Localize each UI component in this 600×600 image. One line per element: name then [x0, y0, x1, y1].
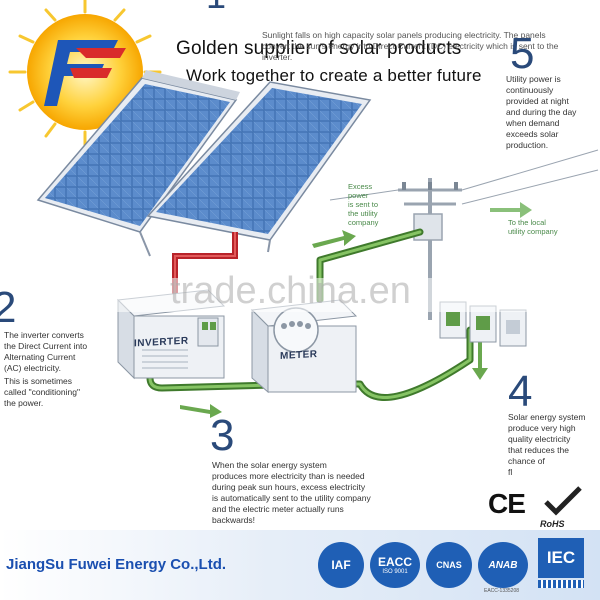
step-3-line: is automatically sent to the utility com…	[212, 493, 371, 503]
step-4-line: Solar energy system	[508, 412, 586, 422]
step-5-line: Utility power is	[506, 74, 561, 84]
eacc-badge: EACC ISO 9001	[370, 542, 420, 588]
eacc-sub-text: ISO 9001	[382, 569, 408, 575]
note-line: power	[348, 191, 369, 200]
meter-unit	[250, 299, 358, 394]
excess-power-note: Excess power is sent to the utility comp…	[348, 182, 378, 227]
step-3-line: When the solar energy system	[212, 460, 327, 470]
watermark-band	[0, 278, 600, 312]
note-line: utility company	[508, 227, 558, 236]
step-4-text: Solar energy system produce very high qu…	[508, 412, 600, 478]
company-name: JiangSu Fuwei Energy Co.,Ltd.	[6, 556, 227, 573]
note-line: is sent to	[348, 200, 379, 209]
step-5-number: 5	[510, 29, 535, 78]
iec-stripe	[538, 580, 584, 588]
anab-badge: ANAB	[478, 542, 528, 588]
step-4-line: produce very high	[508, 423, 576, 433]
step-2-number: 2	[0, 283, 17, 332]
step-2-line: the power.	[4, 398, 44, 408]
rohs-check-icon	[544, 486, 582, 516]
step-5-line: provided at night	[506, 96, 569, 106]
watermark-text: trade.china.en	[170, 270, 411, 312]
note-line: the utility	[348, 209, 378, 218]
insulator-icons	[402, 182, 458, 190]
step-2-line: Alternating Current	[4, 352, 76, 362]
rohs-text: RoHS	[540, 519, 565, 529]
ce-mark: CE	[488, 488, 526, 519]
step-3-text: When the solar energy system produces mo…	[212, 460, 432, 526]
solar-panel-right	[142, 70, 372, 241]
step-5-line: and during the day	[506, 107, 577, 117]
step-4-line: chance of	[508, 456, 545, 466]
step-3-line: and the electric meter actually runs	[212, 504, 344, 514]
step-3-line: backwards!	[212, 515, 255, 525]
step-4-line: fl	[508, 467, 513, 477]
iec-badge: IEC	[538, 538, 584, 578]
rohs-mark: RoHS	[540, 484, 584, 529]
cnas-badge: CNAS	[426, 542, 472, 588]
step-5-line: exceeds solar	[506, 129, 559, 139]
meter-label: METER	[280, 349, 318, 362]
step-3-line: during peak sun hours, excess electricit…	[212, 482, 366, 492]
step-5-line: when demand	[506, 118, 560, 128]
step-1-number: 1	[206, 0, 226, 14]
f-mark-icon	[44, 40, 126, 106]
iaf-badge: IAF	[318, 542, 364, 588]
step-4-line: quality electricity	[508, 434, 571, 444]
step-2-line: The inverter converts	[4, 330, 84, 340]
headline-line2: Work together to create a better future	[186, 66, 482, 85]
step-1-text: Sunlight falls on high capacity solar pa…	[262, 30, 559, 62]
step-5-line: production.	[506, 140, 549, 150]
step-2-line: (AC) electricity.	[4, 363, 61, 373]
step-5-line: continuously	[506, 85, 554, 95]
step-2-line: the Direct Current into	[4, 341, 88, 351]
step-2-line: called "conditioning"	[4, 387, 80, 397]
note-line: Excess	[348, 182, 373, 191]
flow-arrows	[180, 202, 532, 418]
step-2-line: This is sometimes	[4, 376, 73, 386]
local-utility-note: To the local utility company	[508, 218, 558, 236]
headline-line1: Golden supplier of solar products	[176, 38, 462, 59]
panel-stand	[139, 231, 271, 257]
meter-dial-icons	[281, 321, 311, 329]
eacc-code: EACC-1335208	[484, 588, 520, 594]
step-3-line: produces more electricity than is needed	[212, 471, 365, 481]
step-4-number: 4	[508, 367, 533, 416]
note-line: To the local	[508, 218, 546, 227]
step-5-text: Utility power is continuously provided a…	[506, 74, 600, 151]
step-3-number: 3	[210, 411, 235, 460]
step-2-text: The inverter converts the Direct Current…	[4, 330, 114, 409]
step-4-line: that reduces the	[508, 445, 569, 455]
note-line: company	[348, 218, 379, 227]
eacc-text: EACC	[377, 555, 412, 569]
